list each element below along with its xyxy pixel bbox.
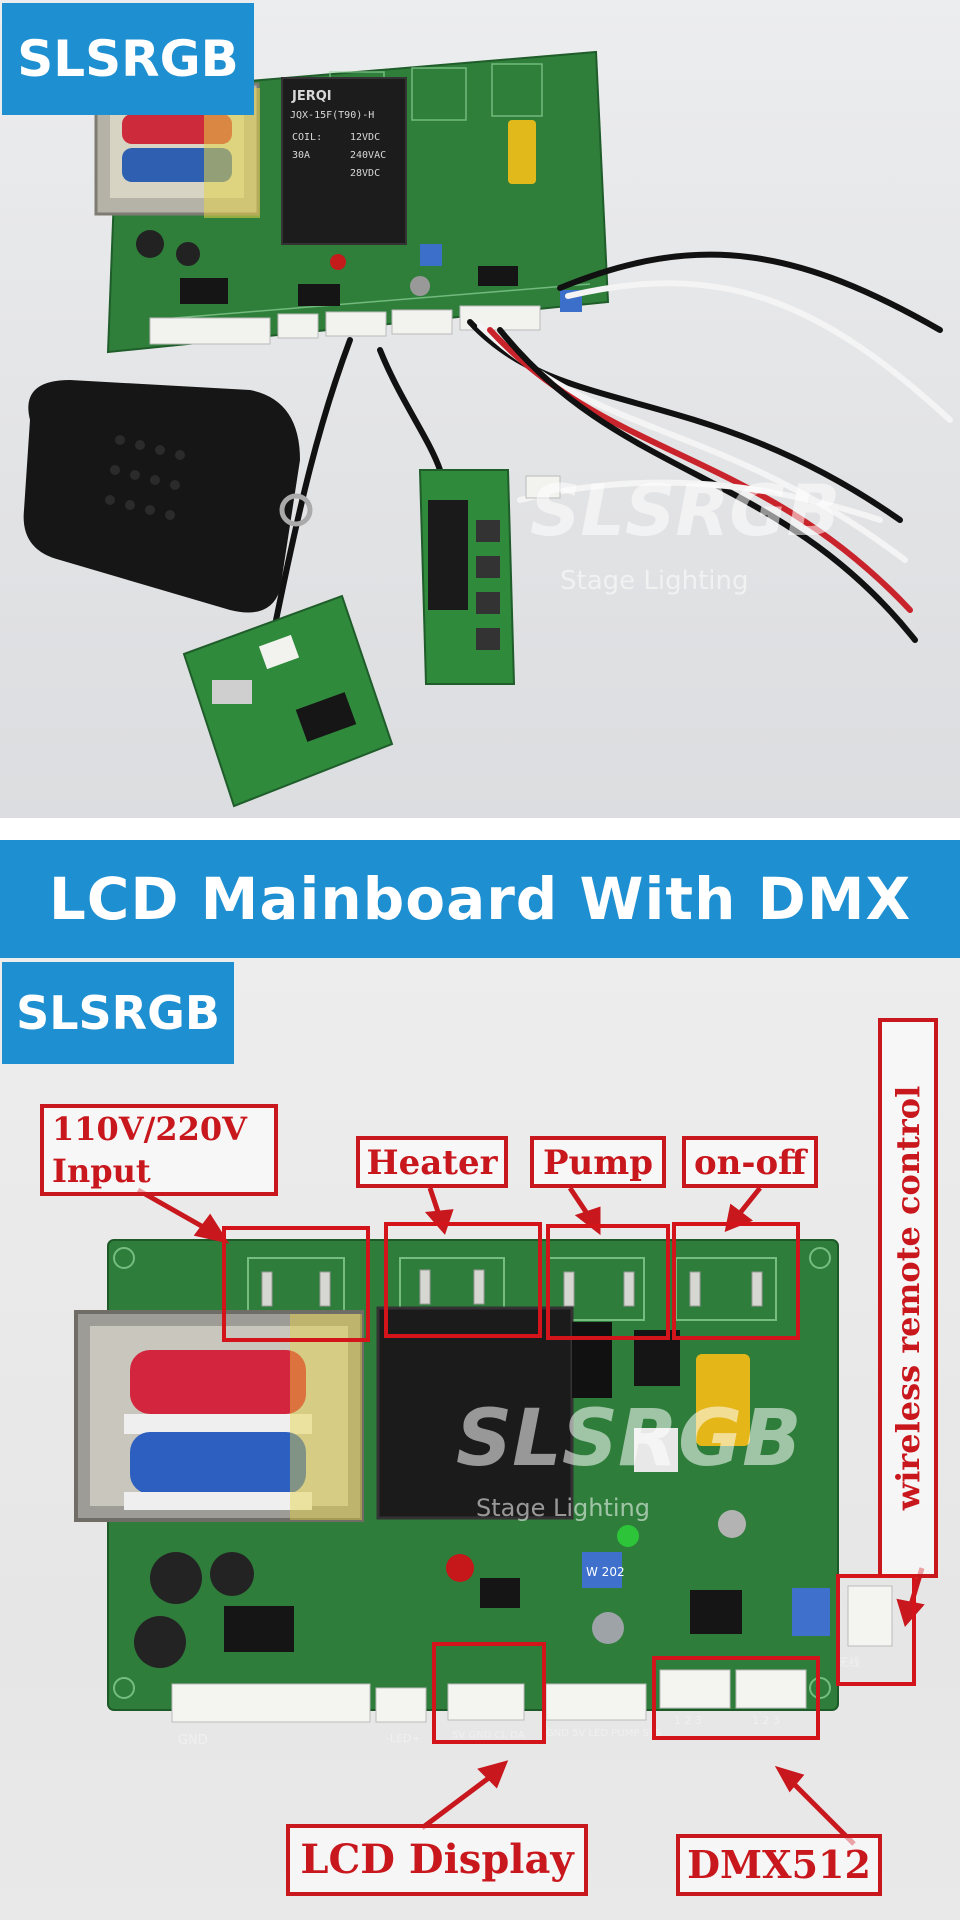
- brand-logo-top: SLSRGB: [2, 3, 254, 115]
- callout-heater-text: Heater: [366, 1143, 498, 1183]
- title-bar: LCD Mainboard With DMX: [0, 840, 960, 958]
- relay-brand: JERQI: [291, 89, 332, 104]
- highlight-input-terminal: [222, 1226, 370, 1342]
- callout-input: 110V/220V Input: [40, 1104, 278, 1196]
- yellow-capacitor: [508, 120, 536, 184]
- page-title: LCD Mainboard With DMX: [48, 865, 912, 933]
- relay-v3: 28VDC: [350, 168, 380, 179]
- photo-bottom: GND -LED+ 5V GND CL DA GND 5V LED PUMP S…: [0, 958, 960, 1920]
- pcb-label-pump-row: GND 5V LED PUMP SYS: [546, 1728, 661, 1739]
- remote-fob: [23, 380, 301, 613]
- pcb-label-dmx2: 1 2 3: [752, 1714, 780, 1727]
- relay-v2: 240VAC: [350, 150, 386, 161]
- callout-dmx-text: DMX512: [687, 1842, 871, 1887]
- watermark-bottom: SLSRGB: [456, 1394, 802, 1484]
- callout-input-line1: 110V/220V: [52, 1110, 247, 1148]
- yellow-capacitor-large: [696, 1354, 750, 1446]
- highlight-pump-terminal: [546, 1224, 670, 1340]
- photo-top: JERQI JQX-15F(T90)-H COIL: 12VDC 30A 240…: [0, 0, 960, 818]
- highlight-lcd-port: [432, 1642, 546, 1744]
- highlight-dmx-port: [652, 1656, 820, 1740]
- pcb-label-led: -LED+: [386, 1732, 421, 1745]
- relay-coil: COIL:: [292, 132, 322, 143]
- relay-v1: 12VDC: [350, 132, 380, 143]
- watermark-bottom-sub: Stage Lighting: [476, 1494, 650, 1522]
- callout-wireless: wireless remote control: [878, 1018, 938, 1578]
- pcb-label-wireless: 无线: [838, 1655, 860, 1669]
- pcb-label-display: 5V GND CL DA: [452, 1730, 525, 1741]
- highlight-heater-terminal: [384, 1222, 542, 1338]
- relay-amp: 30A: [292, 150, 310, 161]
- pcb-label-gnd: GND: [178, 1733, 208, 1748]
- top-board-illustration: JERQI JQX-15F(T90)-H COIL: 12VDC 30A 240…: [23, 50, 953, 808]
- callout-pump: Pump: [530, 1136, 666, 1188]
- highlight-wireless-port: [836, 1574, 916, 1686]
- callout-onoff: on-off: [682, 1136, 818, 1188]
- bottom-board-illustration: GND -LED+ 5V GND CL DA GND 5V LED PUMP S…: [74, 1186, 925, 1846]
- callout-lcd-text: LCD Display: [300, 1836, 574, 1883]
- callout-input-line2: Input: [52, 1152, 151, 1190]
- relay-large: [376, 1306, 574, 1520]
- highlight-onoff-terminal: [672, 1222, 800, 1340]
- pcb-label-w202: W 202: [586, 1565, 625, 1579]
- pcb-label-dmx1: 1 2 3: [674, 1714, 702, 1727]
- brand-logo-bottom: SLSRGB: [2, 962, 234, 1064]
- relay-model: JQX-15F(T90)-H: [290, 110, 374, 121]
- callout-dmx: DMX512: [676, 1834, 882, 1896]
- receiver-board: [182, 594, 394, 808]
- watermark-top: SLSRGB: [530, 470, 841, 552]
- callout-heater: Heater: [356, 1136, 508, 1188]
- relay: [281, 77, 407, 245]
- callout-wireless-text: wireless remote control: [889, 1085, 927, 1511]
- callout-pump-text: Pump: [542, 1143, 654, 1183]
- callout-lcd: LCD Display: [286, 1824, 588, 1896]
- watermark-top-sub: Stage Lighting: [560, 566, 749, 596]
- callout-onoff-text: on-off: [693, 1143, 807, 1183]
